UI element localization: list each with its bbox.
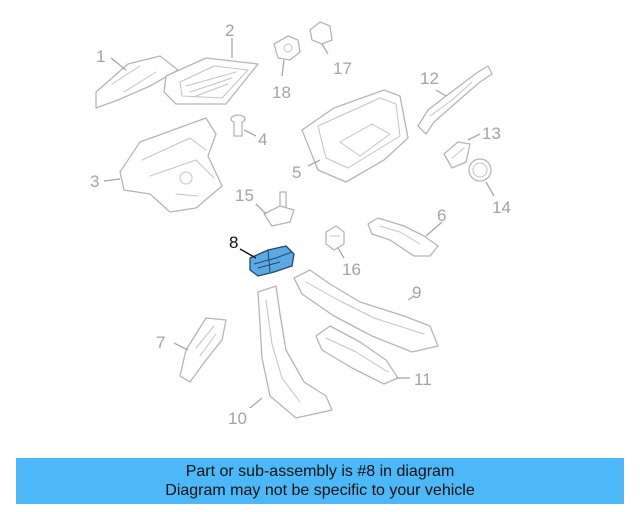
part-17: 17 [309,21,352,78]
callout-6: 6 [437,206,446,225]
part-2: 2 [163,21,259,105]
part-10: 10 [228,285,333,428]
part-11: 11 [315,325,432,389]
info-banner: Part or sub-assembly is #8 in diagram Di… [16,458,624,504]
part-16: 16 [325,225,361,279]
part-15: 15 [235,186,295,227]
callout-4: 4 [258,130,267,149]
callout-3: 3 [90,172,99,191]
part-8-highlighted[interactable]: 8 [229,233,295,277]
callout-17: 17 [333,59,352,78]
parts-diagram: 1 2 3 4 5 6 [90,21,511,428]
callout-18: 18 [272,83,291,102]
part-9: 9 [293,269,439,353]
part-13: 13 [443,124,501,169]
callout-1: 1 [96,47,105,66]
banner-line-2: Diagram may not be specific to your vehi… [165,482,475,499]
part-14: 14 [468,158,511,217]
callout-16: 16 [342,260,361,279]
callout-7: 7 [156,333,165,352]
callout-15: 15 [235,186,254,205]
part-4: 4 [230,114,267,149]
part-6: 6 [367,206,446,257]
banner-line-1: Part or sub-assembly is #8 in diagram [185,463,455,480]
callout-9: 9 [412,283,421,302]
callout-2: 2 [225,21,234,40]
part-5: 5 [292,89,409,183]
part-18: 18 [272,35,301,102]
callout-10: 10 [228,409,247,428]
callout-5: 5 [292,163,301,182]
callout-11: 11 [414,370,432,389]
callout-14: 14 [492,198,511,217]
callout-12: 12 [420,69,439,88]
part-1: 1 [95,47,179,109]
part-3: 3 [90,117,223,213]
part-12: 12 [417,65,493,135]
callout-13: 13 [482,124,501,143]
callout-8: 8 [229,233,238,252]
part-7: 7 [156,317,227,383]
